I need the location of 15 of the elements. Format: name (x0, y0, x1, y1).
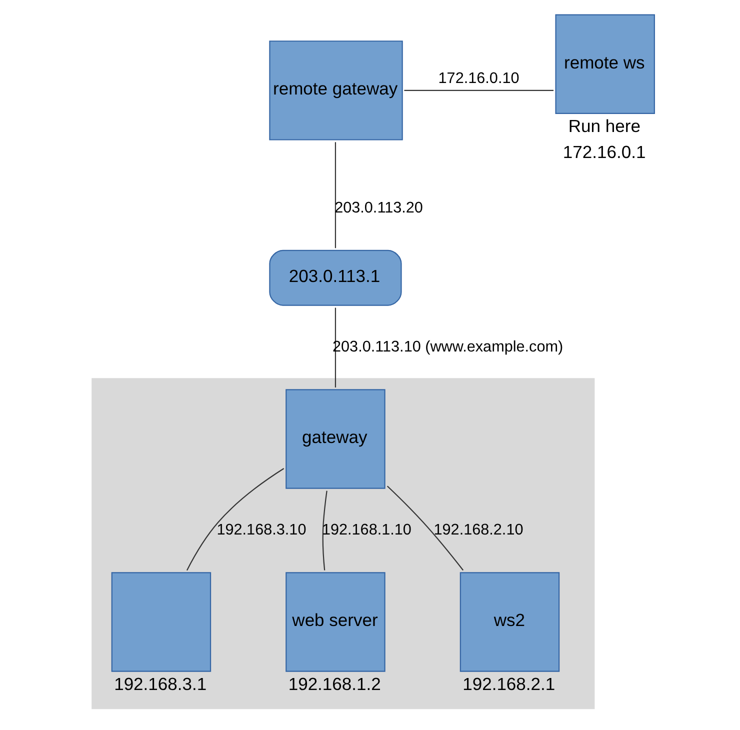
edge-label: 192.168.3.10 (216, 522, 306, 539)
connector (404, 90, 554, 91)
edge-label: 192.168.2.10 (434, 522, 524, 539)
node-label: 172.16.0.1 (562, 142, 646, 162)
connector (334, 142, 336, 248)
connector (322, 490, 328, 570)
connector (334, 308, 336, 388)
node-label: 192.168.2.1 (462, 674, 556, 694)
node-label: 192.168.1.2 (288, 674, 381, 694)
node-label: Run here (568, 116, 640, 136)
cluster (92, 378, 595, 710)
connector (186, 468, 284, 571)
connector (386, 486, 464, 571)
node-label: 192.168.3.1 (114, 674, 207, 694)
edge-label: 172.16.0.10 (438, 70, 520, 87)
